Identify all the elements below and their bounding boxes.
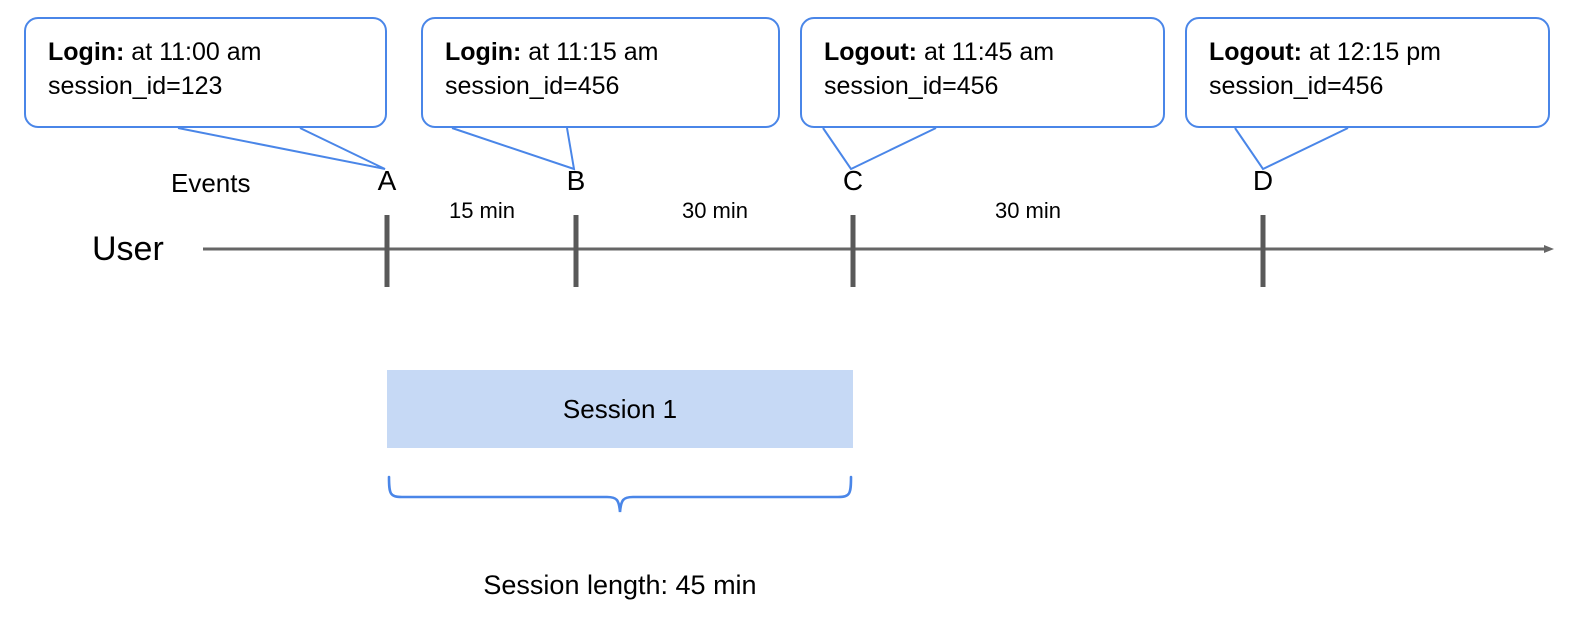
event-label-c: C <box>842 165 864 196</box>
callout-a-time: at 11:00 am <box>124 38 262 66</box>
interval-label-bc: 30 min <box>681 198 749 223</box>
callout-d-lead: Logout: <box>1209 38 1303 66</box>
callout-a-line-1: Login: at 11:00 am <box>48 35 365 69</box>
callout-d-time: at 12:15 pm <box>1302 38 1441 66</box>
callout-c-lead: Logout: <box>824 38 918 66</box>
callout-c-time: at 11:45 am <box>917 38 1055 66</box>
session-bar <box>387 370 853 448</box>
interval-label-ab: 15 min <box>448 198 516 223</box>
callout-b-line-2: session_id=456 <box>445 72 620 100</box>
event-label-a: A <box>377 165 397 196</box>
callout-b-lead: Login: <box>445 38 522 66</box>
event-label-b: B <box>566 165 586 196</box>
callout-d-line-2: session_id=456 <box>1209 72 1384 100</box>
session-length-caption: Session length: 45 min <box>483 570 757 600</box>
session-span-brace <box>387 475 853 513</box>
callout-tail-c <box>822 127 937 171</box>
callout-c-line-1: Logout: at 11:45 am <box>824 35 1143 69</box>
callout-a-line-2: session_id=123 <box>48 72 223 100</box>
callout-a-lead: Login: <box>48 38 125 66</box>
callout-c[interactable]: Logout: at 11:45 am session_id=456 <box>800 17 1165 128</box>
callout-c-line-2: session_id=456 <box>824 72 999 100</box>
callout-tail-d <box>1234 127 1349 171</box>
interval-label-cd: 30 min <box>994 198 1062 223</box>
callout-tail-a <box>177 127 386 170</box>
callout-b-line-1: Login: at 11:15 am <box>445 35 758 69</box>
callout-a[interactable]: Login: at 11:00 am session_id=123 <box>24 17 387 128</box>
event-label-d: D <box>1252 165 1274 196</box>
user-lane-label: User <box>92 230 164 268</box>
events-lane-label: Events <box>171 168 251 198</box>
callout-b-time: at 11:15 am <box>521 38 659 66</box>
callout-d-line-1: Logout: at 12:15 pm <box>1209 35 1528 69</box>
callout-b[interactable]: Login: at 11:15 am session_id=456 <box>421 17 780 128</box>
callout-d[interactable]: Logout: at 12:15 pm session_id=456 <box>1185 17 1550 128</box>
session-bar-label: Session 1 <box>562 394 678 424</box>
callout-tail-b <box>451 127 576 171</box>
